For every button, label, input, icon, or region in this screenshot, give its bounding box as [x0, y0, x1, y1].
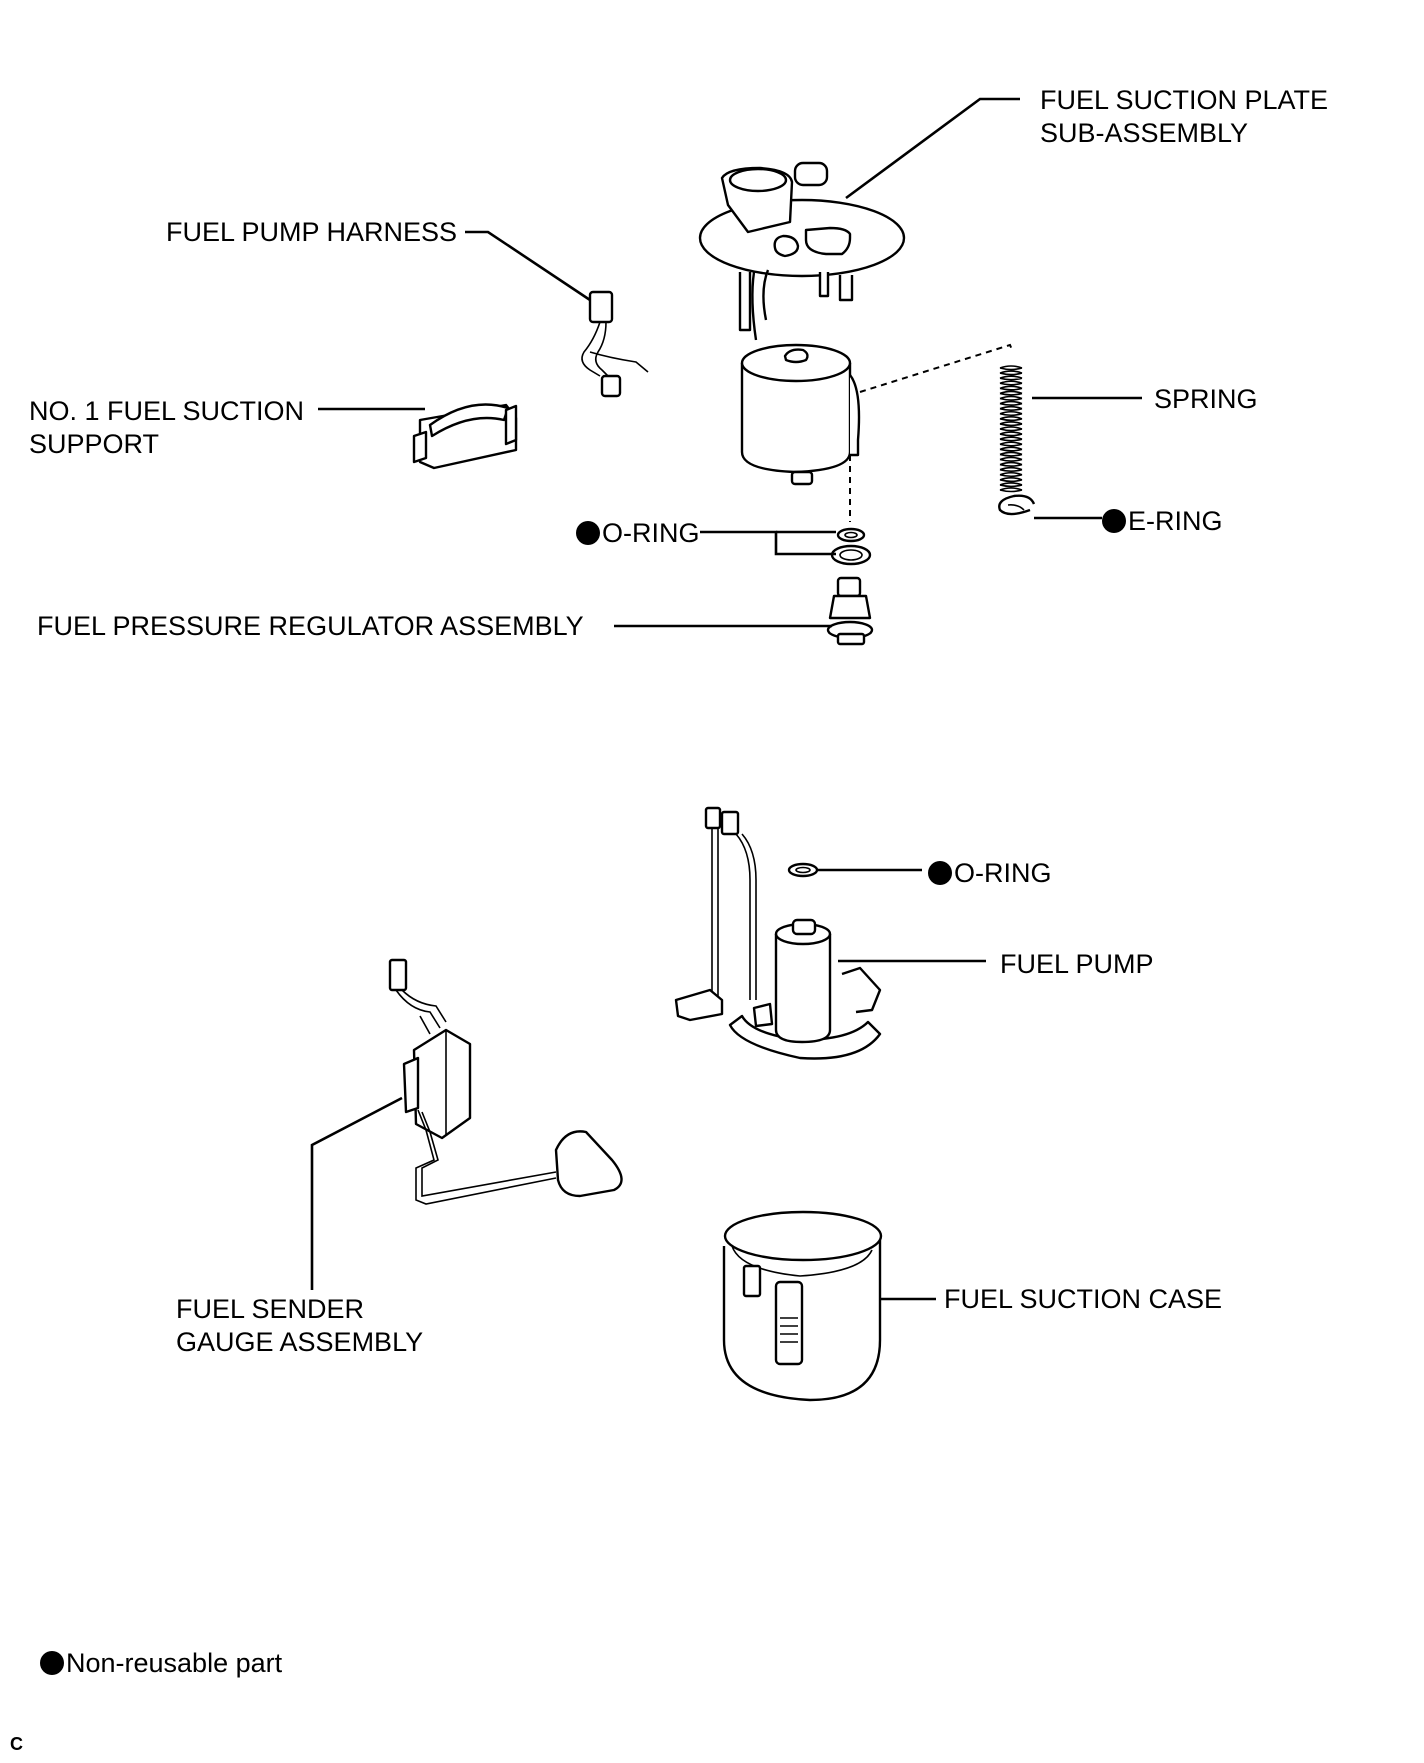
corner-code: C [10, 1734, 23, 1754]
label-fuel-pump-harness: FUEL PUMP HARNESS [166, 217, 458, 247]
label-fuel-sender-gauge-line2: GAUGE ASSEMBLY [176, 1327, 424, 1357]
fuel-suction-case-part [722, 1210, 883, 1402]
label-fuel-pressure-regulator: FUEL PRESSURE REGULATOR ASSEMBLY [37, 611, 584, 641]
spring-part [999, 365, 1023, 493]
e-ring-part [998, 494, 1036, 516]
non-reusable-marker-icon [40, 1651, 64, 1675]
label-o-ring-lower: O-RING [928, 857, 1052, 890]
fuel-pump-part [674, 806, 882, 1060]
label-spring: SPRING [1154, 384, 1258, 414]
label-fuel-suction-plate-line1: FUEL SUCTION PLATE [1040, 85, 1329, 115]
label-no1-fuel-suction-support-line1: NO. 1 FUEL SUCTION [29, 396, 305, 426]
legend-non-reusable: Non-reusable part [40, 1647, 282, 1680]
o-ring-lower-part [787, 862, 819, 878]
non-reusable-marker-icon [928, 861, 952, 885]
label-fuel-sender-gauge-line1: FUEL SENDER [176, 1294, 365, 1324]
fuel-suction-plate-part [698, 161, 906, 486]
fuel-pressure-regulator-part [826, 576, 874, 646]
label-o-ring-upper: O-RING [576, 517, 700, 550]
o-rings-upper-part [830, 527, 872, 566]
label-fuel-pump: FUEL PUMP [1000, 949, 1154, 979]
label-e-ring: E-RING [1102, 505, 1223, 538]
label-fuel-suction-plate-line2: SUB-ASSEMBLY [1040, 118, 1249, 148]
fuel-sender-gauge-part [388, 958, 623, 1205]
fuel-suction-support-part [412, 403, 518, 470]
non-reusable-marker-icon [1102, 509, 1126, 533]
label-no1-fuel-suction-support-line2: SUPPORT [29, 429, 160, 459]
non-reusable-marker-icon [576, 521, 600, 545]
fuel-pump-harness-part [581, 290, 649, 398]
label-fuel-suction-case: FUEL SUCTION CASE [944, 1284, 1223, 1314]
